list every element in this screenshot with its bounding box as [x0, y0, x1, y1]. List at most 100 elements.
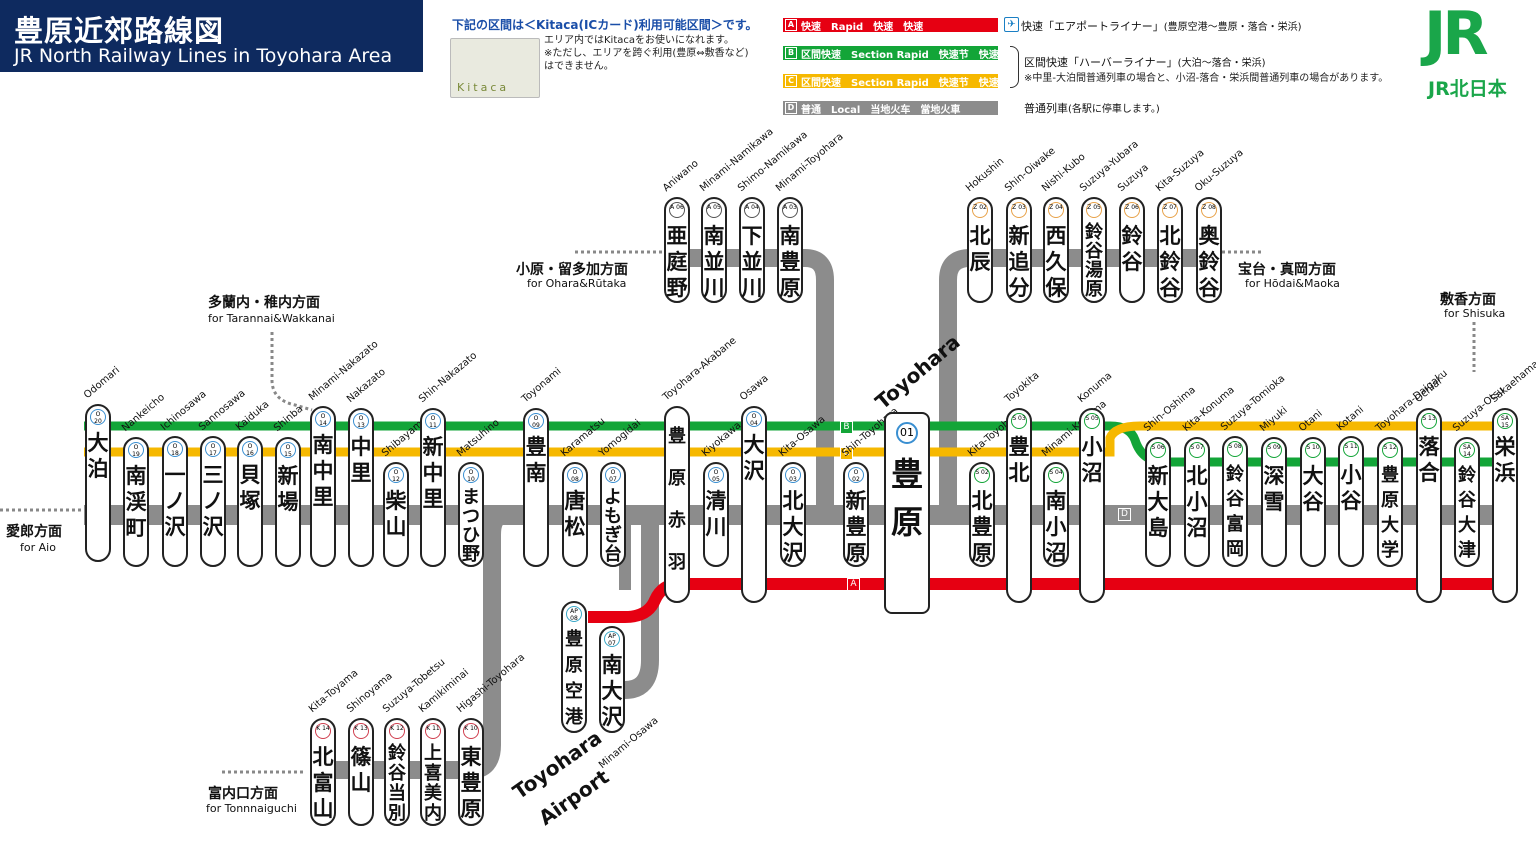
legend-section-rapid-2-label: 区間快速 Section Rapid 快速节 快速節	[801, 78, 998, 88]
station-main-12[interactable]: O 08 唐松	[562, 462, 588, 567]
station-number-badge: S 07	[1189, 442, 1205, 458]
station-name-jp: 豊原大学	[1381, 465, 1399, 561]
jr-brand-name: JR北日本	[1428, 78, 1507, 100]
legend-section-rapid-badge: B	[785, 47, 797, 59]
station-number-badge: K 13	[353, 723, 369, 739]
station-number-badge: AP 08	[566, 606, 582, 622]
station-name-jp: 南並川	[703, 224, 725, 300]
page-title: 豊原近郊路線図	[14, 14, 225, 48]
station-number-badge: A 03	[782, 202, 798, 218]
station-number-badge: O 08	[567, 467, 583, 483]
station-name-jp: 亜庭野	[666, 224, 688, 300]
station-name-jp: 大谷	[1302, 464, 1324, 514]
direction-aio-en: for Aio	[20, 541, 56, 554]
kitaca-title: 下記の区間は＜Kitaca(ICカード)利用可能区間＞です。	[452, 18, 758, 32]
station-main-0[interactable]: O 20 大泊	[85, 404, 111, 562]
station-main-14[interactable]: 豊原赤羽	[664, 406, 690, 603]
station-name-jp: 新場	[277, 464, 299, 514]
station-name-jp: 深雪	[1263, 464, 1285, 514]
direction-ohara-jp: 小原・留多加方面	[516, 262, 628, 278]
station-name-jp: 篠山	[350, 745, 372, 795]
station-name-jp: 下並川	[741, 224, 763, 300]
direction-ohara-en: for Ohara&Rūtaka	[527, 277, 627, 290]
station-number-badge: S 04	[1048, 467, 1064, 483]
badge-a: A	[847, 578, 860, 591]
station-main-27[interactable]: S 09 深雪	[1261, 437, 1287, 567]
station-main-28[interactable]: S 10 大谷	[1300, 437, 1326, 567]
legend-harbor-liner: 区間快速「ハーバーライナー」(大泊～落合・栄浜)	[1024, 54, 1265, 70]
legend-airport-liner-note: (豊原空港～豊原・落合・栄浜)	[1163, 22, 1302, 33]
station-name-jp: まつひ野	[462, 487, 480, 565]
station-number-badge: Z 08	[1201, 202, 1217, 218]
station-name-jp: 唐松	[564, 489, 586, 539]
station-name-jp: 大泊	[87, 431, 109, 481]
station-number-badge: O 17	[205, 441, 221, 457]
local-line-a-branch	[668, 249, 834, 505]
station-number-badge: S 09	[1266, 442, 1282, 458]
kitaca-note-2: ※ただし、エリアを跨ぐ利用(豊原⇔敷香など)	[544, 48, 749, 59]
station-number-badge: O 20	[90, 409, 106, 425]
station-number-badge: S 10	[1305, 442, 1321, 458]
station-name-jp: 豊南	[525, 435, 547, 485]
dotted-taran	[270, 332, 313, 412]
station-number-badge: K 14	[315, 723, 331, 739]
title-banner: 豊原近郊路線図 JR North Railway Lines in Toyoha…	[0, 0, 423, 72]
station-k-1[interactable]: K 13 篠山	[348, 718, 374, 826]
legend-harbor-note: ※中里-大泊間普通列車の場合と、小沼-落合・栄浜間普通列車の場合があります。	[1024, 73, 1389, 84]
badge-d: D	[1118, 508, 1131, 521]
station-name-jp: 清川	[705, 489, 727, 539]
station-number-badge: SA 15	[1497, 413, 1513, 429]
station-number-badge: S 02	[974, 467, 990, 483]
station-name-jp: 東豊原	[460, 745, 482, 821]
kitaca-note-3: はできません。	[544, 61, 614, 72]
